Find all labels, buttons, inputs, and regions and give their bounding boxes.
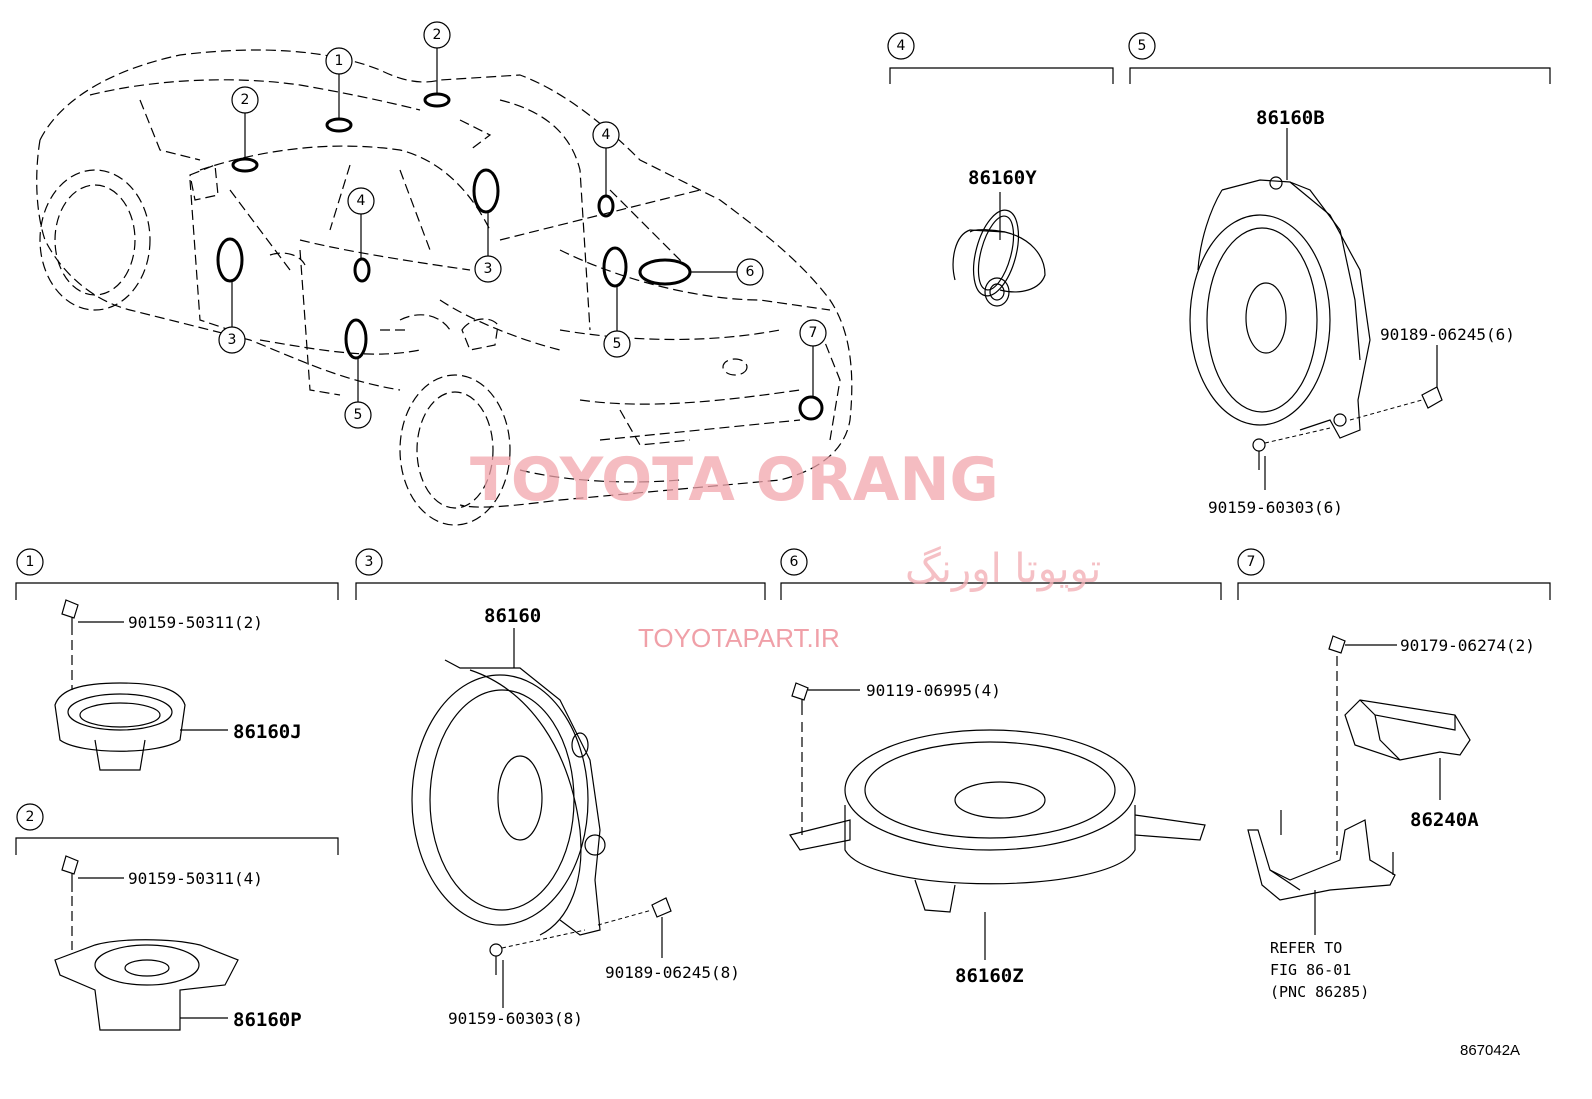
watermark-persian: تویوتا اورنگ <box>905 546 1101 592</box>
callout-4a: 4 <box>602 127 611 143</box>
section-headers: 4 5 1 2 3 6 7 <box>15 32 1551 855</box>
refer-line-1: REFER TO <box>1270 939 1342 957</box>
part-86160Z-label: 86160Z <box>955 965 1024 987</box>
speaker-86160P <box>54 855 239 1031</box>
part-86240A-label: 86240A <box>1410 809 1479 831</box>
section-2-label: 2 <box>26 809 35 825</box>
section-4-label: 4 <box>897 38 906 54</box>
speaker-86160Z <box>789 682 1206 960</box>
car-illustration <box>36 49 853 526</box>
speaker-86160 <box>411 628 672 1008</box>
watermark-brand: TOYOTA ORANG <box>470 445 999 515</box>
section-1-label: 1 <box>26 554 35 570</box>
callout-6: 6 <box>746 264 755 280</box>
part-90159-60303-6-label: 90159-60303(6) <box>1208 498 1343 517</box>
speaker-86160Y <box>952 192 1046 307</box>
refer-line-3: (PNC 86285) <box>1270 983 1369 1001</box>
part-90159-50311-2-label: 90159-50311(2) <box>128 613 263 632</box>
section-6-label: 6 <box>790 554 799 570</box>
section-5-label: 5 <box>1138 38 1147 54</box>
callout-3a: 3 <box>484 261 493 277</box>
section-7-label: 7 <box>1247 554 1256 570</box>
part-86160-label: 86160 <box>484 605 541 627</box>
part-90119-06995-4-label: 90119-06995(4) <box>866 681 1001 700</box>
callout-leaders <box>231 48 814 402</box>
part-90179-06274-2-label: 90179-06274(2) <box>1400 636 1535 655</box>
part-86160J-label: 86160J <box>233 721 302 743</box>
drawing-number: 867042A <box>1460 1042 1520 1059</box>
callout-2a: 2 <box>433 27 442 43</box>
section-3-label: 3 <box>365 554 374 570</box>
part-86160Y-label: 86160Y <box>968 167 1037 189</box>
part-86160B-label: 86160B <box>1256 107 1325 129</box>
callout-5b: 5 <box>354 407 363 423</box>
speaker-86160B <box>1189 128 1443 490</box>
callout-3b: 3 <box>228 332 237 348</box>
speaker-86160J <box>54 599 228 771</box>
part-90189-06245-8-label: 90189-06245(8) <box>605 963 740 982</box>
callout-2b: 2 <box>241 92 250 108</box>
callout-5a: 5 <box>613 336 622 352</box>
refer-line-2: FIG 86-01 <box>1270 961 1351 979</box>
callout-7: 7 <box>809 325 818 341</box>
callout-4b: 4 <box>357 193 366 209</box>
car-callout-bubbles: 1 2 2 3 3 4 4 5 5 6 7 <box>218 21 827 429</box>
part-90159-60303-8-label: 90159-60303(8) <box>448 1009 583 1028</box>
part-90189-06245-6-label: 90189-06245(6) <box>1380 325 1515 344</box>
part-86160P-label: 86160P <box>233 1009 302 1031</box>
part-90159-50311-4-label: 90159-50311(4) <box>128 869 263 888</box>
callout-1: 1 <box>335 53 344 69</box>
watermark-site: TOYOTAPART.IR <box>638 623 840 653</box>
amplifier-86240A <box>1247 635 1471 935</box>
